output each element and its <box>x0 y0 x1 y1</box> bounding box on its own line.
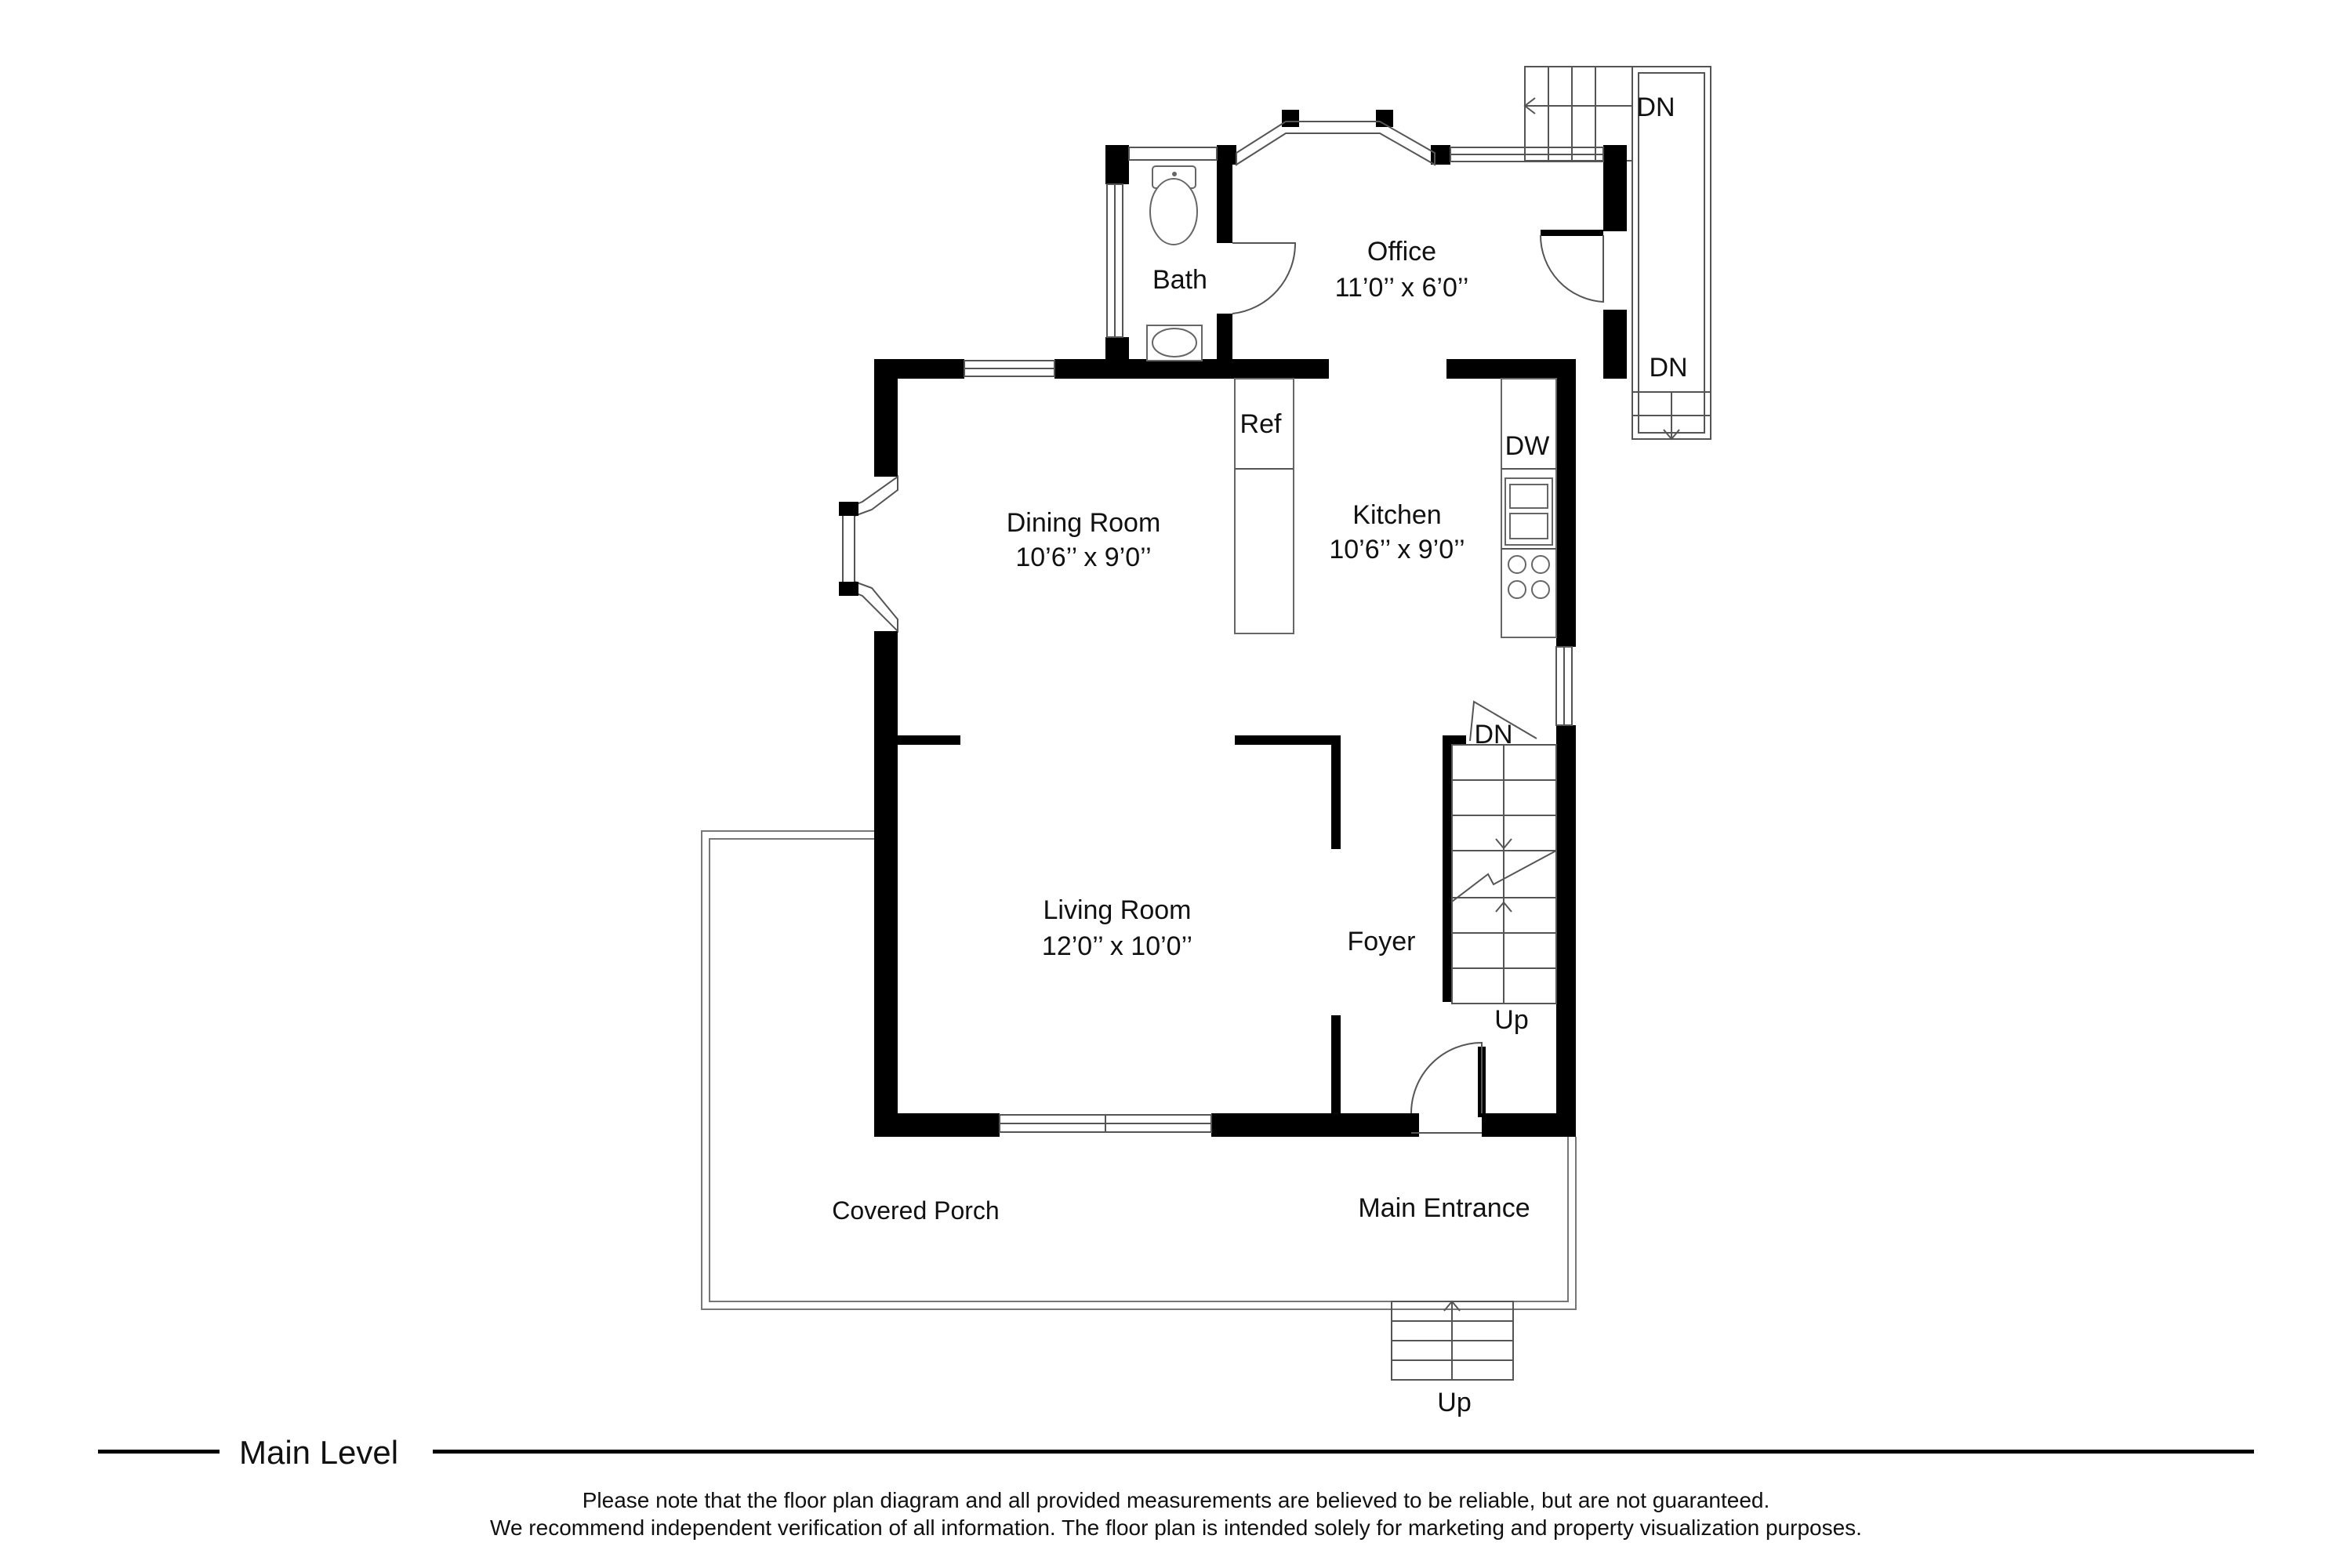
footer-rule-left <box>98 1450 220 1454</box>
footer: Main Level Please note that the floor pl… <box>98 1434 2254 1540</box>
porch-up-label: Up <box>1437 1388 1471 1417</box>
interior-up-label: Up <box>1494 1005 1528 1035</box>
disclaimer-line-1: Please note that the floor plan diagram … <box>583 1488 1770 1512</box>
windows <box>839 121 1604 1133</box>
bath-fixtures <box>1146 165 1203 361</box>
living-dims: 12’0’’ x 10’0’’ <box>1042 931 1192 961</box>
disclaimer-line-2: We recommend independent verification of… <box>490 1515 1862 1540</box>
walls <box>874 110 1627 1137</box>
ref-label: Ref <box>1240 409 1282 439</box>
interior-stairs <box>1451 744 1557 1004</box>
porch-outline <box>701 830 1577 1310</box>
dining-dims: 10’6’’ x 9’0’’ <box>1015 543 1151 572</box>
footer-rule-right <box>433 1450 2254 1454</box>
room-labels: Office 11’0’’ x 6’0’’ Bath Dining Room 1… <box>832 93 1687 1417</box>
dining-name: Dining Room <box>1007 508 1161 538</box>
kitchen-name: Kitchen <box>1352 500 1441 530</box>
living-name: Living Room <box>1044 895 1192 925</box>
basement-stairs-label: DN <box>1474 720 1512 750</box>
dw-label: DW <box>1505 431 1550 461</box>
kitchen-dims: 10’6’’ x 9’0’’ <box>1329 535 1465 564</box>
front-steps <box>1391 1300 1514 1381</box>
porch-name: Covered Porch <box>832 1196 999 1225</box>
back-stairs-top-label: DN <box>1636 93 1675 122</box>
bath-name: Bath <box>1152 265 1207 295</box>
kitchen-fixtures <box>1234 378 1557 638</box>
level-title: Main Level <box>239 1434 398 1471</box>
back-stairs-bottom-label: DN <box>1649 353 1687 383</box>
office-dims: 11’0’’ x 6’0’’ <box>1335 273 1469 303</box>
foyer-name: Foyer <box>1348 927 1416 956</box>
entrance-name: Main Entrance <box>1358 1193 1530 1223</box>
doors <box>1232 234 1604 1134</box>
office-name: Office <box>1367 237 1436 267</box>
